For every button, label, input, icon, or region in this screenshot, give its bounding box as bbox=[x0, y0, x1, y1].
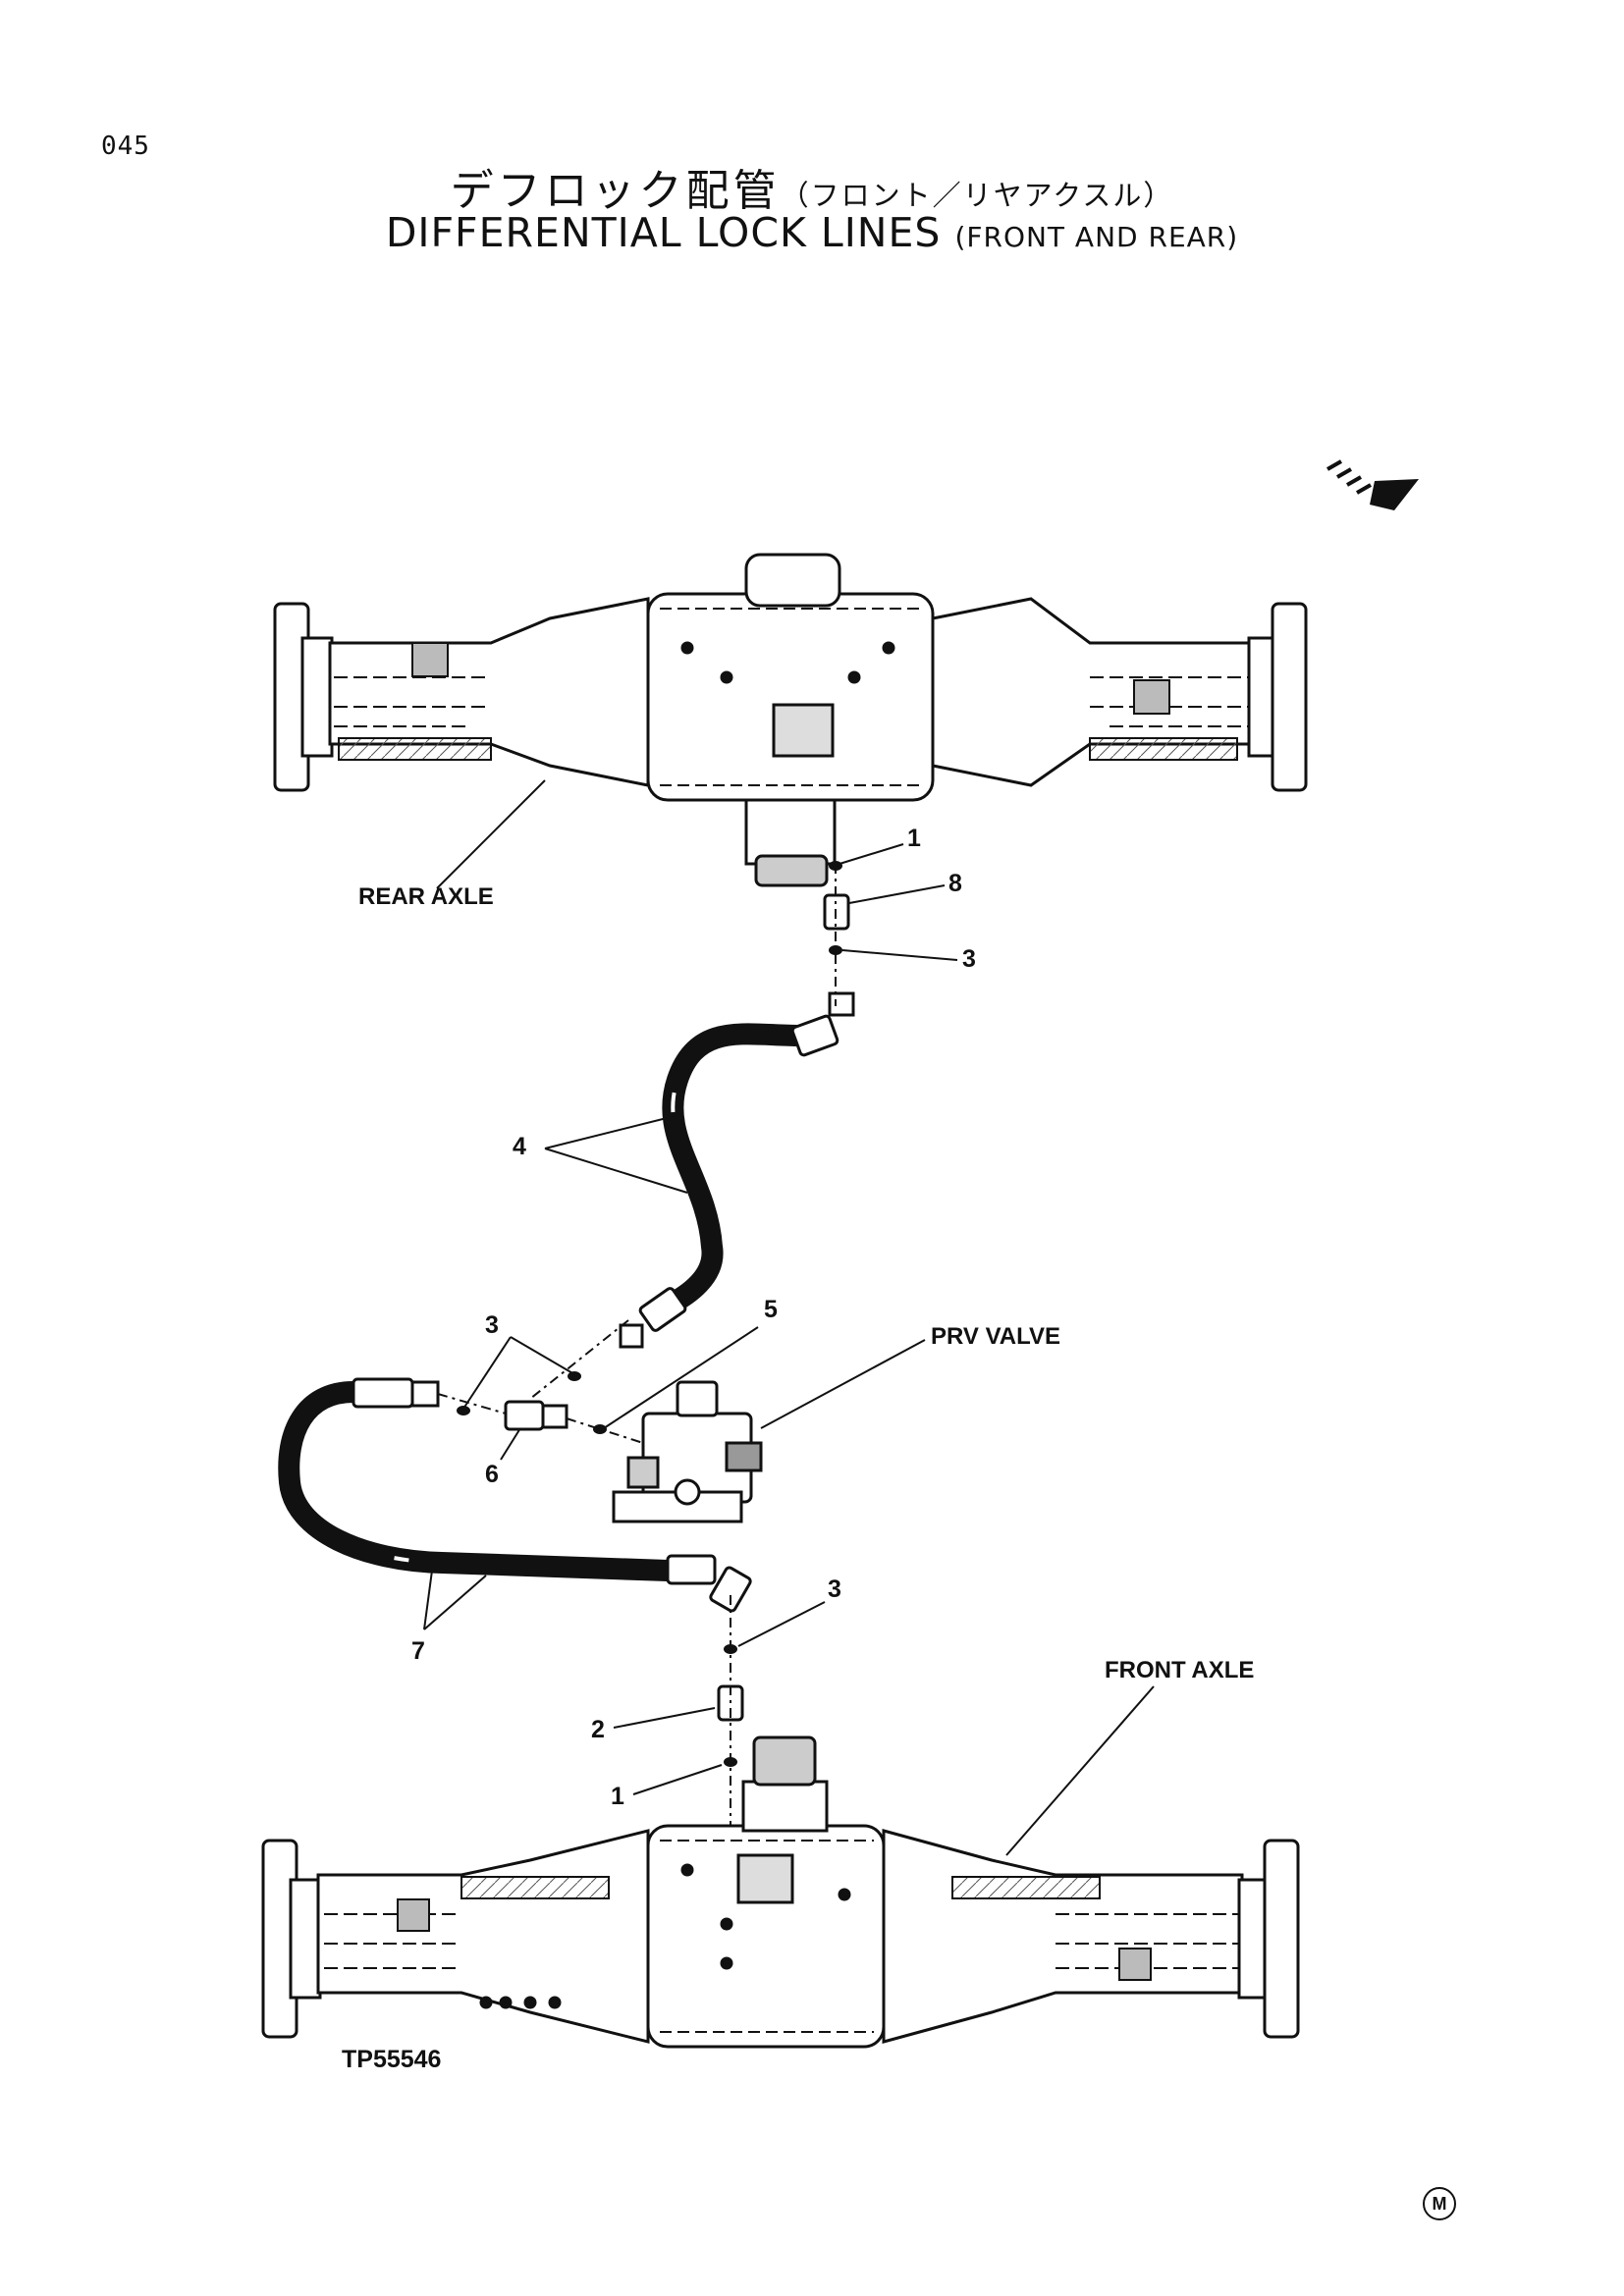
hose-4-fittings bbox=[619, 991, 855, 1349]
page-number: 045 bbox=[101, 132, 150, 161]
callout-4: 4 bbox=[513, 1133, 526, 1160]
callout-3-middle: 3 bbox=[485, 1311, 499, 1339]
title-english: DIFFERENTIAL LOCK LINES (FRONT AND REAR) bbox=[0, 209, 1624, 256]
elbow-6 bbox=[504, 1400, 568, 1431]
manual-mark-icon: M bbox=[1423, 2187, 1456, 2220]
direction-arrow-icon bbox=[1326, 459, 1419, 510]
hose-4 bbox=[662, 1023, 801, 1315]
callout-1-top: 1 bbox=[907, 825, 921, 852]
leader-lines bbox=[423, 779, 1155, 1856]
drawing-number: TP55546 bbox=[342, 2046, 442, 2073]
title-japanese-main: デフロック配管 bbox=[450, 166, 781, 216]
callout-1-bottom: 1 bbox=[611, 1783, 624, 1810]
callout-5: 5 bbox=[764, 1296, 778, 1323]
front-axle-label: FRONT AXLE bbox=[1105, 1657, 1255, 1683]
hose-7-fittings bbox=[352, 1377, 752, 1613]
prv-valve-drawing bbox=[612, 1380, 763, 1523]
prv-valve-label: PRV VALVE bbox=[931, 1323, 1061, 1350]
callout-6: 6 bbox=[485, 1461, 499, 1488]
title-japanese: デフロック配管（フロント／リヤアクスル） bbox=[0, 155, 1624, 218]
hose-7 bbox=[278, 1381, 669, 1581]
callout-3-top: 3 bbox=[962, 945, 976, 973]
front-axle-drawing bbox=[261, 1735, 1300, 2049]
callout-3-lower: 3 bbox=[828, 1575, 841, 1603]
rear-axle-label: REAR AXLE bbox=[358, 883, 494, 910]
title-english-main: DIFFERENTIAL LOCK LINES bbox=[385, 209, 942, 256]
callout-2: 2 bbox=[591, 1716, 605, 1743]
callout-7: 7 bbox=[411, 1637, 425, 1665]
title-english-sub: (FRONT AND REAR) bbox=[954, 221, 1239, 253]
title-japanese-sub: （フロント／リヤアクスル） bbox=[780, 179, 1174, 212]
center-lines bbox=[437, 864, 837, 1826]
rear-axle-drawing bbox=[273, 553, 1308, 887]
callout-8: 8 bbox=[948, 870, 962, 897]
